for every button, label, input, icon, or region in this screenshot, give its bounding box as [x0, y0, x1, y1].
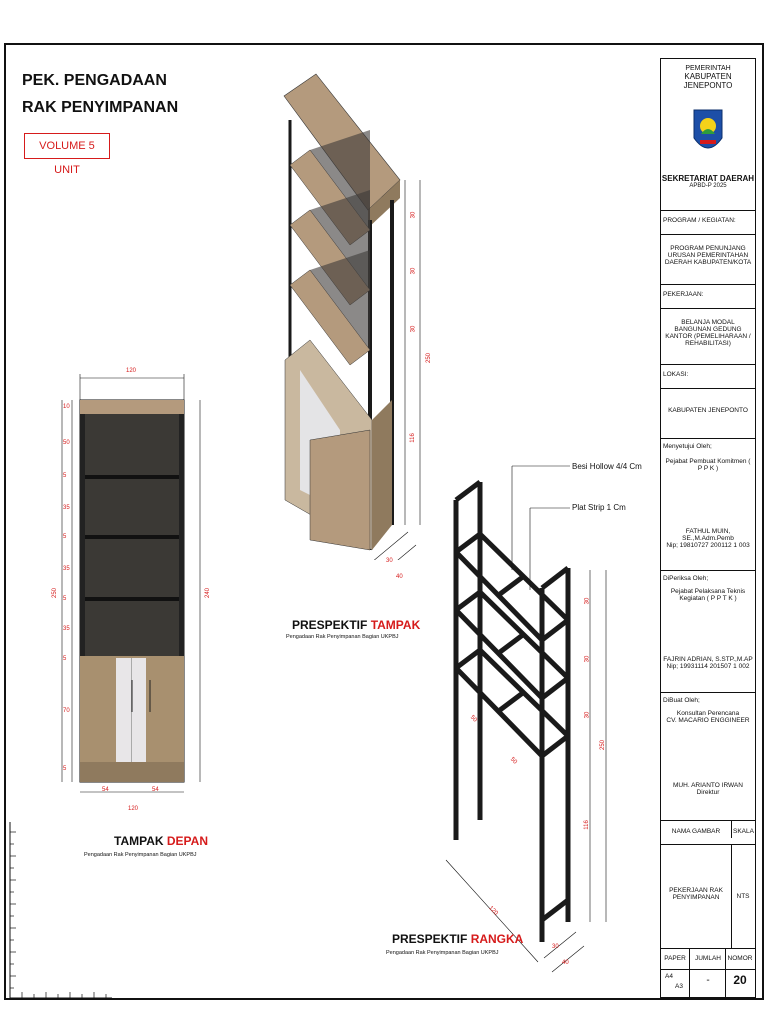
tb-header: PEMERINTAH KABUPATEN JENEPONTO SEKRETARI… — [661, 59, 755, 211]
perspective-view-subtitle: Pengadaan Rak Penyimpanan Bagian UKPBJ — [286, 634, 399, 640]
tb-made-name: MUH. ARIANTO IRWAN — [673, 782, 743, 789]
persp-dim-total: 250 — [426, 352, 433, 364]
persp-dim-4: 116 — [409, 433, 416, 443]
title-block: PEMERINTAH KABUPATEN JENEPONTO SEKRETARI… — [660, 58, 756, 998]
volume-badge: VOLUME 5 UNIT — [24, 133, 110, 176]
frame-dim-1: 30 — [584, 597, 591, 605]
front-view-subtitle: Pengadaan Rak Penyimpanan Bagian UKPBJ — [84, 852, 197, 858]
frame-dim-bottom-1: 30 — [552, 944, 559, 950]
annotation-besi-hollow: Besi Hollow 4/4 Cm — [572, 462, 642, 471]
front-seg-4: 35 — [63, 505, 70, 511]
front-seg-6: 35 — [63, 566, 70, 572]
tb-divider-3 — [661, 969, 755, 970]
tb-job-value: BELANJA MODAL BANGUNAN GEDUNG KANTOR (PE… — [661, 309, 755, 365]
front-dim-half-2: 54 — [152, 787, 159, 793]
front-seg-1: 10 — [63, 404, 70, 410]
tb-scale-value: NTS — [736, 893, 750, 900]
front-view-title: TAMPAK DEPAN — [114, 834, 209, 848]
tb-program-value: PROGRAM PENUNJANG URUSAN PEMERINTAHAN DA… — [661, 235, 755, 285]
perspective-view-drawing — [283, 73, 421, 560]
tb-approved-label: Menyetujui Oleh; — [663, 443, 712, 450]
tb-checked: DiPeriksa Oleh; Pejabat Pelaksana Teknis… — [661, 571, 755, 693]
tb-checked-nip: Nip; 19931114 201507 1 002 — [666, 663, 750, 670]
tb-drawing-label: NAMA GAMBAR — [671, 828, 721, 835]
tb-job-label: PEKERJAAN: — [661, 285, 755, 309]
persp-dim-bottom-2: 40 — [396, 574, 403, 580]
front-seg-8: 35 — [63, 626, 70, 632]
front-seg-2: 50 — [63, 440, 70, 446]
tb-approved-name: FATHUL MUIN, SE.,M.Adm.Pemb — [682, 528, 734, 542]
front-view-drawing — [61, 374, 201, 793]
tb-drawing-body: PEKERJAAN RAK PENYIMPANAN NTS — [661, 845, 755, 949]
tb-drawing-header: NAMA GAMBAR SKALA — [661, 821, 755, 845]
tb-drawing-value: PEKERJAAN RAK PENYIMPANAN — [669, 887, 723, 901]
tb-number-value: 20 — [733, 973, 747, 987]
drawing-frame — [4, 43, 764, 1000]
front-seg-3: 5 — [63, 473, 67, 479]
tb-scale-label: SKALA — [731, 821, 755, 838]
front-seg-5: 5 — [63, 534, 67, 540]
tb-made-company: CV. MACARIO ENGGINEER — [666, 717, 750, 724]
persp-dim-2: 30 — [410, 267, 417, 275]
tb-gov-2: KABUPATEN JENEPONTO — [683, 72, 733, 90]
frame-dim-4: 116 — [583, 820, 590, 830]
tb-count-label: JUMLAH — [694, 955, 721, 962]
front-seg-10: 70 — [63, 708, 70, 714]
tb-budget: APBD-P 2025 — [689, 183, 727, 189]
front-seg-7: 5 — [63, 596, 67, 602]
front-seg-11: 5 — [63, 766, 67, 772]
tb-count-value: - — [706, 975, 710, 986]
title-line-1: PEK. PENGADAAN — [22, 72, 167, 89]
frame-dim-3: 30 — [584, 711, 591, 719]
regency-emblem-icon — [693, 109, 723, 149]
tb-approved-nip: Nip; 19810727 200112 1 003 — [666, 542, 750, 549]
tb-made-title: Direktur — [696, 789, 720, 796]
front-seg-9: 5 — [63, 656, 67, 662]
tb-checked-role: Pejabat Pelaksana Teknis Kegiatan ( P P … — [670, 588, 746, 602]
tb-paper-a3: A3 — [675, 983, 683, 990]
tb-checked-label: DiPeriksa Oleh; — [663, 575, 709, 582]
tb-location-value: KABUPATEN JENEPONTO — [661, 389, 755, 439]
tb-divider-1 — [689, 949, 690, 997]
tb-location-label: LOKASI: — [661, 365, 755, 389]
frame-dim-bottom-2: 40 — [562, 960, 569, 966]
tb-footer: PAPER JUMLAH NOMOR A4 A3 - 20 — [661, 949, 755, 997]
tb-paper-a4: A4 — [665, 973, 673, 980]
persp-dim-3: 30 — [410, 325, 417, 333]
front-dim-bottom: 120 — [128, 806, 139, 812]
frame-view-title: PRESPEKTIF RANGKA — [392, 932, 524, 946]
front-dim-top: 120 — [126, 368, 137, 374]
tb-paper-label: PAPER — [664, 955, 686, 962]
persp-dim-bottom-1: 30 — [386, 558, 393, 564]
annotation-plat-strip: Plat Strip 1 Cm — [572, 503, 626, 512]
tb-approved-role: Pejabat Pembuat Komitmen ( P P K ) — [665, 458, 751, 472]
scale-ruler — [9, 822, 112, 999]
tb-number-label: NOMOR — [727, 955, 753, 962]
tb-made-label: DiBuat Oleh; — [663, 697, 700, 704]
front-dim-height-right: 240 — [205, 587, 212, 599]
tb-scale-cell — [731, 845, 756, 948]
tb-checked-name: FAJRIN ADRIAN, S.STP.,M.AP — [663, 656, 753, 663]
persp-dim-1: 30 — [410, 211, 417, 219]
frame-view-subtitle: Pengadaan Rak Penyimpanan Bagian UKPBJ — [386, 950, 499, 956]
frame-dim-2: 30 — [584, 655, 591, 663]
tb-made-role: Konsultan Perencana — [676, 710, 740, 717]
tb-approved: Menyetujui Oleh; Pejabat Pembuat Komitme… — [661, 439, 755, 571]
tb-dept: SEKRETARIAT DAERAH — [661, 174, 755, 183]
tb-divider-2 — [725, 949, 726, 997]
frame-view-drawing — [445, 465, 607, 973]
title-line-2: RAK PENYIMPANAN — [22, 99, 179, 116]
perspective-view-title: PRESPEKTIF TAMPAK — [292, 618, 421, 632]
tb-made: DiBuat Oleh; Konsultan Perencana CV. MAC… — [661, 693, 755, 821]
front-dim-height: 250 — [52, 587, 59, 599]
front-dim-half-1: 54 — [102, 787, 109, 793]
tb-program-label: PROGRAM / KEGIATAN: — [661, 211, 755, 235]
tb-gov-1: PEMERINTAH — [685, 65, 731, 72]
frame-dim-total: 250 — [600, 739, 607, 751]
